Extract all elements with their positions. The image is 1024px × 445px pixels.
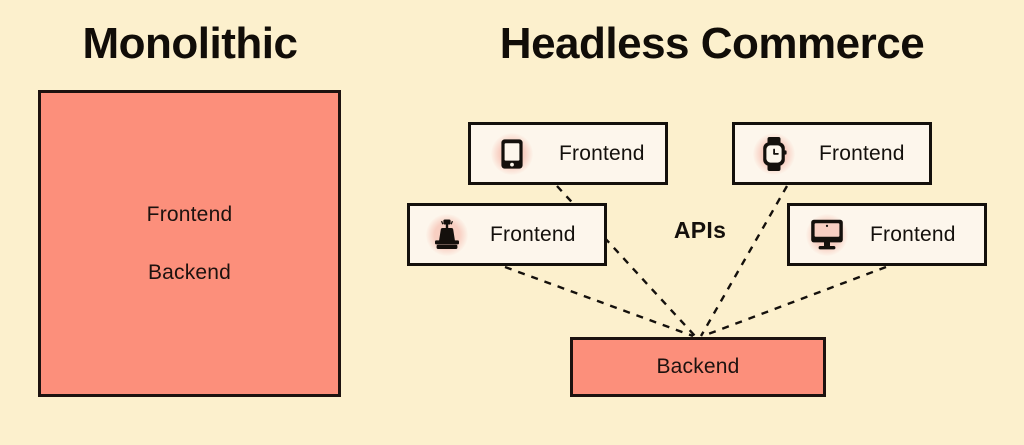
monolithic-backend-label: Backend <box>147 260 232 284</box>
mobile-phone-icon <box>489 131 535 177</box>
frontend-card-mobile[interactable]: Frontend <box>468 122 668 185</box>
monolithic-block: Frontend Backend <box>38 90 341 397</box>
frontend-card-label: Frontend <box>490 222 576 246</box>
frontend-card-point-of-sale[interactable]: Frontend <box>407 203 607 266</box>
smartwatch-icon <box>751 131 797 177</box>
connector-line-watch <box>699 185 789 337</box>
desktop-monitor-icon <box>804 212 850 258</box>
connector-line-register <box>504 265 694 338</box>
connector-line-desktop <box>702 265 887 338</box>
frontend-card-label: Frontend <box>870 222 956 246</box>
cash-register-icon <box>424 212 470 258</box>
monolithic-frontend-label: Frontend <box>146 202 233 226</box>
page-title-monolithic: Monolithic <box>82 19 298 68</box>
backend-block: Backend <box>570 337 826 397</box>
frontend-card-desktop[interactable]: Frontend <box>787 203 987 266</box>
frontend-card-label: Frontend <box>819 141 905 165</box>
frontend-card-label: Frontend <box>559 141 645 165</box>
apis-label: APIs <box>673 217 727 243</box>
page-title-headless-commerce: Headless Commerce <box>499 19 925 68</box>
frontend-card-smartwatch[interactable]: Frontend <box>732 122 932 185</box>
backend-label: Backend <box>656 355 740 378</box>
